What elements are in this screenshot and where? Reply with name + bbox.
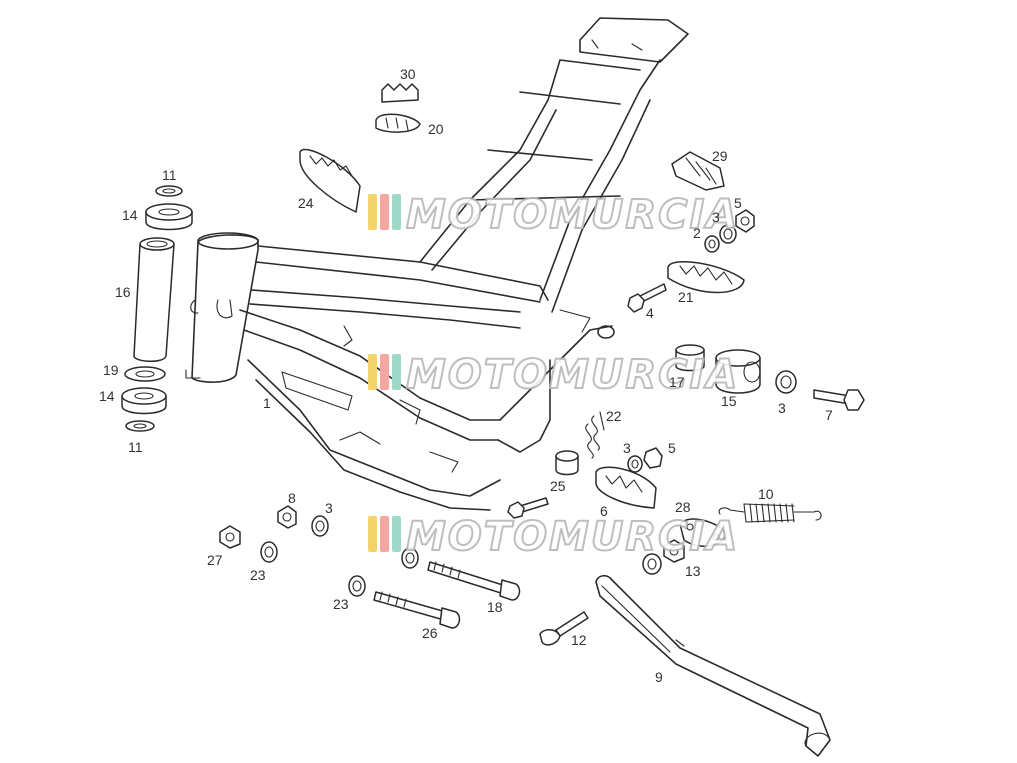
callout-17: 17 [669,374,685,390]
watermark-stripe-1 [368,516,377,552]
watermark-top: MOTOMURCIA [368,191,739,239]
callout-16: 16 [115,284,131,300]
callout-1: 1 [263,395,271,411]
callout-5: 5 [668,440,676,456]
callout-11: 11 [128,439,143,455]
callout-9: 9 [655,669,663,685]
callout-2: 2 [693,225,701,241]
watermark-stripe-3 [392,354,401,390]
callout-23: 23 [250,567,266,583]
watermark-stripe-2 [380,194,389,230]
watermark-text: MOTOMURCIA [406,352,739,398]
watermark-stripe-2 [380,354,389,390]
motorcycle-frame [185,17,689,511]
part-callouts: 1 2 3 3 3 3 4 5 5 6 7 8 9 10 11 11 12 13… [99,66,833,685]
callout-23: 23 [333,596,349,612]
callout-4: 4 [646,305,654,321]
callout-22: 22 [606,408,622,424]
sidestand [595,574,831,757]
callout-19: 19 [103,362,119,378]
watermark-bottom: MOTOMURCIA [368,513,739,561]
callout-18: 18 [487,599,503,615]
callout-11: 11 [162,167,177,183]
callout-25: 25 [550,478,566,494]
watermark-text: MOTOMURCIA [406,514,739,560]
callout-3: 3 [712,209,720,225]
callout-20: 20 [428,121,444,137]
watermark-stripe-2 [380,516,389,552]
footpeg-assemblies [299,83,745,547]
callout-15: 15 [721,393,737,409]
watermark-middle: MOTOMURCIA [368,351,739,399]
watermark-stripe-1 [368,354,377,390]
callout-29: 29 [712,148,728,164]
callout-6: 6 [600,503,608,519]
callout-3: 3 [325,500,333,516]
watermark-stripe-3 [392,516,401,552]
callout-14: 14 [122,207,138,223]
callout-3: 3 [778,400,786,416]
callout-12: 12 [571,632,587,648]
watermark-text: MOTOMURCIA [406,192,739,238]
callout-8: 8 [288,490,296,506]
watermark-stripe-1 [368,194,377,230]
watermark-stripe-3 [392,194,401,230]
callout-10: 10 [758,486,774,502]
callout-3: 3 [623,440,631,456]
steering-bearing-stack [121,185,193,432]
callout-24: 24 [298,195,314,211]
callout-26: 26 [422,625,438,641]
callout-28: 28 [675,499,691,515]
callout-14: 14 [99,388,115,404]
callout-7: 7 [825,407,833,423]
fasteners-and-bushings [219,209,865,646]
callout-5: 5 [734,195,742,211]
callout-27: 27 [207,552,223,568]
callout-21: 21 [678,289,694,305]
callout-30: 30 [400,66,416,82]
callout-13: 13 [685,563,701,579]
